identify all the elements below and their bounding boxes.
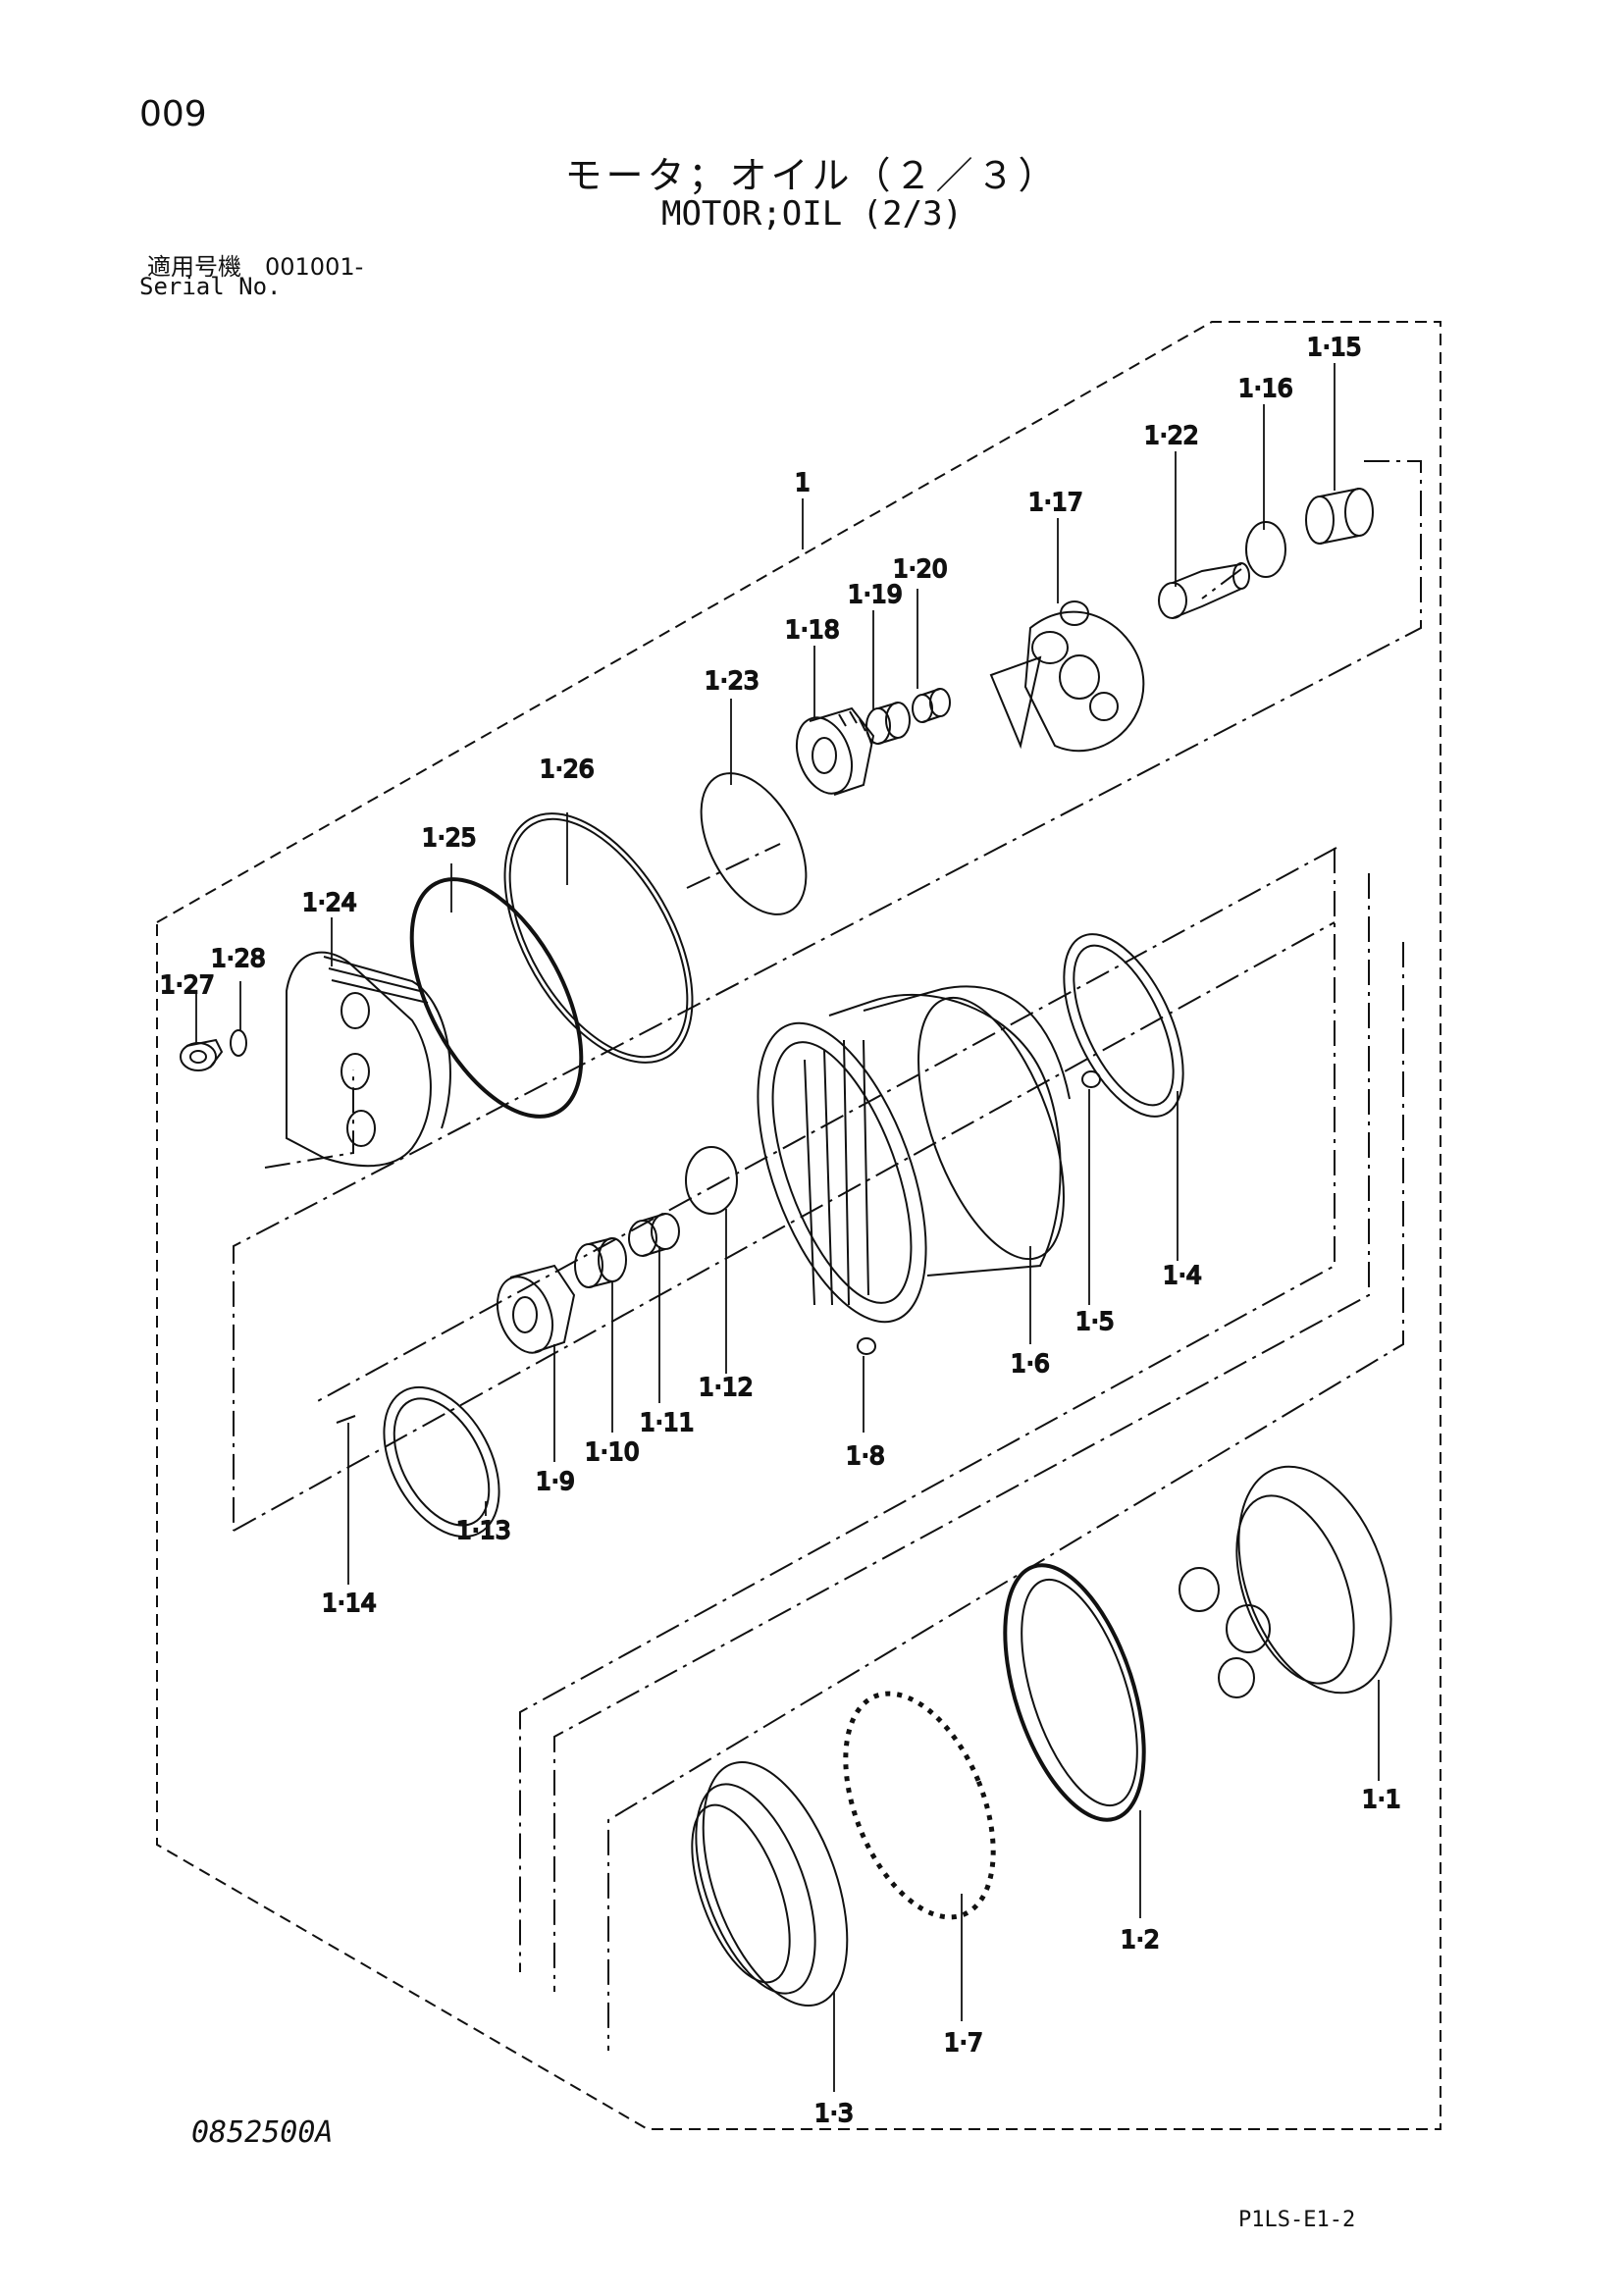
serial-label-jp: 適用号機 001001- [147, 253, 364, 281]
sheet-code: P1LS-E1-2 [1238, 2208, 1356, 2232]
steel-balls-1-7 [843, 1691, 996, 1920]
o-ring-1-25 [409, 877, 584, 1119]
label-1-4: 1·4 [1163, 1261, 1202, 1289]
floating-seal-1-2 [1003, 1563, 1146, 1822]
snap-ring-1-26 [503, 812, 694, 1064]
gear-1-18 [795, 706, 875, 796]
carrier-1-17 [989, 600, 1145, 753]
label-1-3: 1·3 [814, 2099, 854, 2127]
label-1-7: 1·7 [944, 2028, 983, 2057]
plug-1-5 [1081, 1070, 1101, 1088]
plug-1-8 [857, 1337, 876, 1355]
gear-1-9 [496, 1264, 576, 1354]
label-1-11: 1·11 [640, 1408, 695, 1436]
label-1-14: 1·14 [322, 1589, 377, 1617]
assembly-boundary [156, 321, 1441, 2130]
label-1-26: 1·26 [540, 755, 595, 783]
label-1-24: 1·24 [302, 888, 357, 916]
label-1-23: 1·23 [705, 666, 760, 695]
label-1-13: 1·13 [456, 1516, 511, 1544]
label-1-16: 1·16 [1238, 374, 1293, 402]
leader-lines [195, 363, 1380, 2092]
label-1-8: 1·8 [846, 1441, 885, 1470]
label-1-19: 1·19 [848, 580, 903, 608]
cover-1-24 [286, 951, 451, 1168]
label-1-6: 1·6 [1011, 1349, 1050, 1378]
needle-bearing-1-10 [574, 1237, 627, 1288]
label-1-18: 1·18 [785, 615, 840, 644]
label-1-20: 1·20 [893, 554, 948, 583]
housing-1-6 [757, 985, 1071, 1324]
label-1-12: 1·12 [699, 1373, 754, 1401]
pin-1-20 [912, 688, 951, 723]
serial-label-en: Serial No. [139, 273, 282, 300]
gear-1-15 [1305, 488, 1374, 545]
assembly-axis-lines [233, 460, 1422, 2051]
page-title-jp: モータ；オイル（２／３） [564, 154, 1060, 197]
bolt-1-14 [336, 1415, 356, 1424]
thrust-plate-1-23 [700, 772, 808, 915]
drawing-number: 0852500A [191, 2115, 334, 2150]
label-1-27: 1·27 [160, 970, 215, 999]
label-1-9: 1·9 [536, 1467, 575, 1495]
bearing-1-3 [691, 1761, 849, 2007]
spacer-1-11 [628, 1213, 680, 1257]
page-title-en: MOTOR;OIL (2/3) [660, 194, 964, 234]
plug-1-27 [180, 1038, 224, 1071]
label-1-17: 1·17 [1028, 488, 1083, 516]
label-1: 1 [795, 468, 811, 496]
label-1-28: 1·28 [211, 944, 266, 972]
ring-nut-1-4 [1063, 933, 1184, 1118]
motor-body-1-1 [1179, 1465, 1392, 1698]
label-1-2: 1·2 [1121, 1925, 1160, 1954]
label-1-25: 1·25 [422, 823, 477, 852]
label-1-5: 1·5 [1075, 1307, 1115, 1335]
shaft-1-22 [1158, 562, 1250, 619]
snap-ring-1-12 [685, 1146, 738, 1215]
needle-bearing-1-19 [865, 702, 911, 745]
o-ring-1-28 [230, 1029, 247, 1057]
snap-ring-1-16 [1245, 521, 1286, 578]
label-1-1: 1·1 [1362, 1785, 1401, 1813]
label-1-22: 1·22 [1144, 421, 1199, 449]
page-number: 009 [139, 94, 207, 134]
label-1-15: 1·15 [1307, 333, 1362, 361]
label-1-10: 1·10 [585, 1437, 640, 1466]
plate-1-13 [383, 1385, 500, 1539]
